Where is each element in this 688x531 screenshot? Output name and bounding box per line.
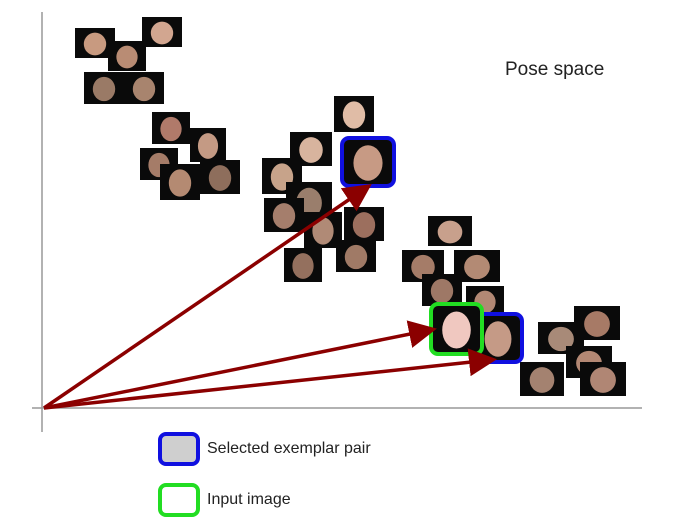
face-icon <box>292 253 314 279</box>
face-thumbnail <box>520 362 564 396</box>
arrow-to-selected-exemplar-bottom <box>43 348 497 410</box>
legend-label-selected: Selected exemplar pair <box>207 440 371 457</box>
face-icon <box>353 145 383 181</box>
selected-swatch <box>158 432 200 466</box>
face-icon <box>208 165 232 191</box>
face-icon <box>352 212 376 238</box>
face-thumbnail <box>264 198 304 232</box>
face-icon <box>299 137 323 163</box>
face-thumbnail <box>422 274 462 306</box>
face-thumbnail <box>124 72 164 104</box>
input-image <box>429 302 484 356</box>
face-icon <box>168 169 192 197</box>
face-thumbnail <box>190 128 226 162</box>
face-thumbnail <box>574 306 620 340</box>
face-icon <box>150 21 174 45</box>
arrow-to-selected-exemplar-top <box>43 184 372 410</box>
face-thumbnail <box>262 158 302 194</box>
face-thumbnail <box>344 207 384 241</box>
face-thumbnail <box>334 96 374 132</box>
selected-exemplar-top <box>340 136 396 188</box>
legend-item-selected-exemplar-pair: Selected exemplar pair <box>158 432 371 466</box>
legend-label-input: Input image <box>207 491 291 508</box>
face-icon <box>160 116 182 142</box>
face-icon <box>116 45 138 69</box>
face-icon <box>584 311 610 337</box>
face-icon <box>411 254 435 280</box>
face-thumbnail <box>284 248 322 282</box>
face-icon <box>590 367 616 393</box>
face-icon <box>132 76 156 102</box>
face-thumbnail <box>454 250 500 282</box>
face-icon <box>430 278 454 304</box>
face-thumbnail <box>580 362 626 396</box>
face-icon <box>92 76 116 102</box>
arrow-to-input-image <box>43 320 437 410</box>
face-thumbnail <box>152 112 190 144</box>
face-icon <box>484 321 512 357</box>
face-icon <box>464 254 490 280</box>
face-thumbnail <box>336 240 376 272</box>
pose-arrows <box>43 184 497 410</box>
face-icon <box>548 326 574 352</box>
face-thumbnail <box>428 216 472 246</box>
face-icon <box>342 101 366 129</box>
face-icon <box>442 311 471 349</box>
face-icon <box>197 133 219 159</box>
face-thumbnail <box>84 72 124 104</box>
face-icon <box>312 217 334 245</box>
face-icon <box>529 367 555 393</box>
input-swatch <box>158 483 200 517</box>
face-icon <box>437 220 463 244</box>
face-thumbnail <box>200 160 240 194</box>
diagram-title: Pose space <box>505 59 605 80</box>
face-icon <box>83 32 107 56</box>
face-thumbnail <box>160 164 200 200</box>
legend-item-input-image: Input image <box>158 483 291 517</box>
face-icon <box>272 203 296 229</box>
face-icon <box>344 244 368 270</box>
face-thumbnail <box>142 17 182 47</box>
face-thumbnail <box>108 41 146 71</box>
